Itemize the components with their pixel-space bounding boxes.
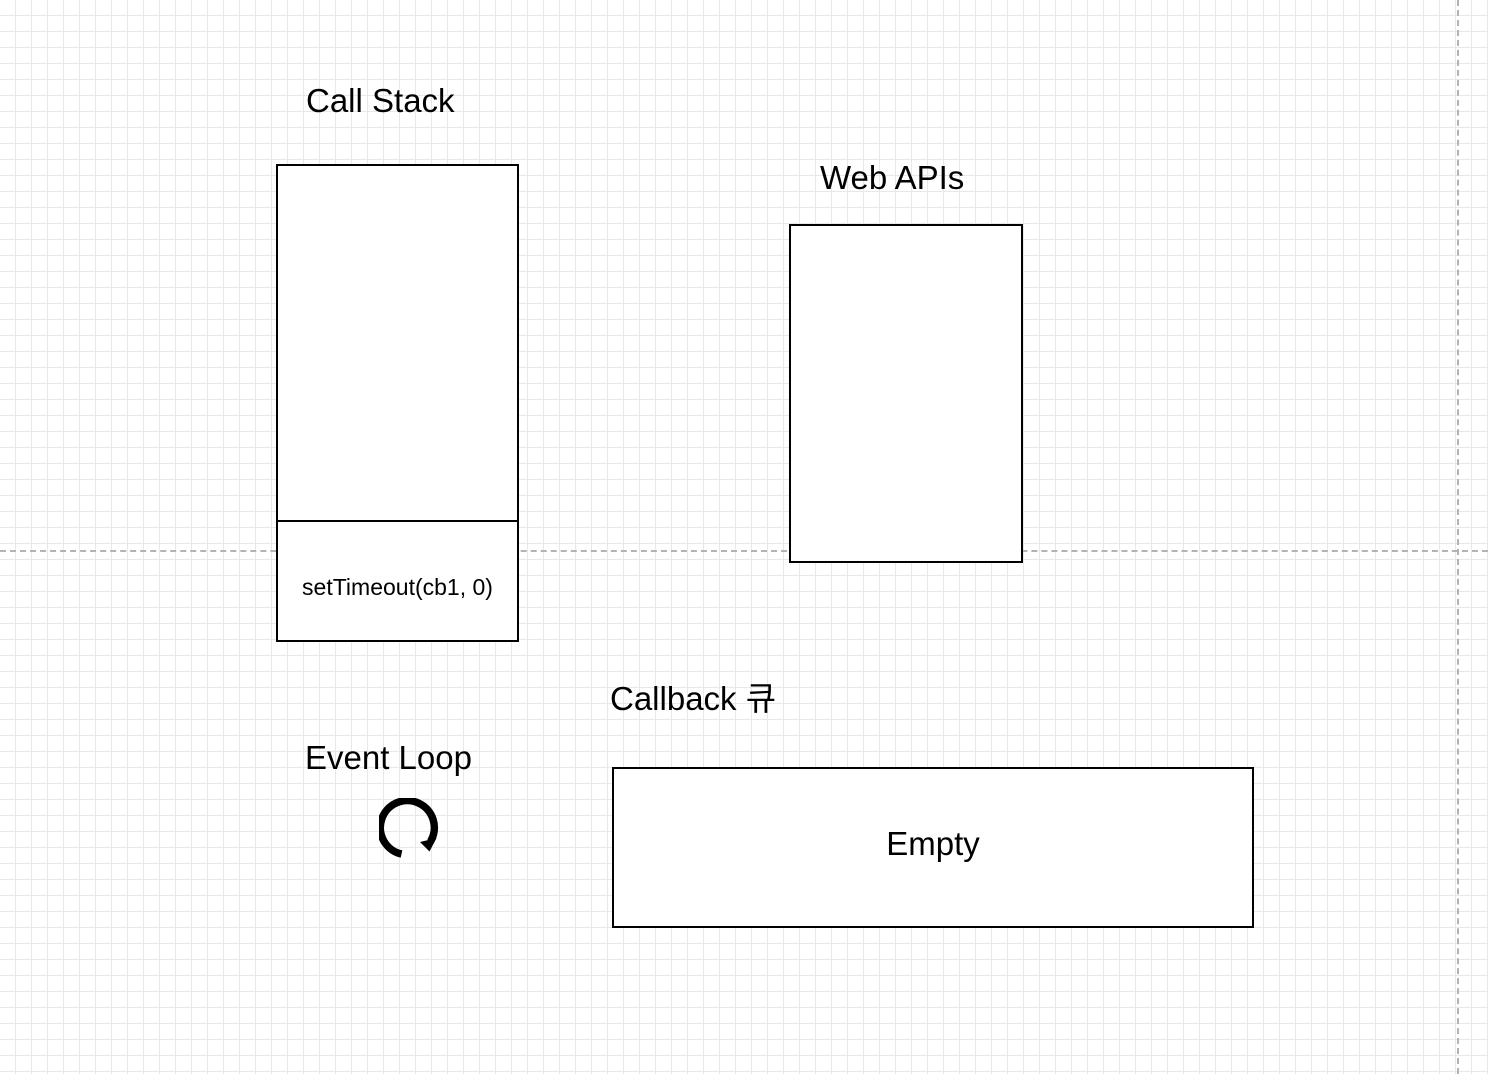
call-stack-frame-label: setTimeout(cb1, 0) [302,574,493,600]
web-apis-box[interactable] [789,224,1023,563]
event-loop-title: Event Loop [305,739,472,776]
circular-loop-arrow-icon [379,798,439,858]
call-stack-title: Call Stack [306,82,455,119]
page-guide-horizontal [0,550,1488,552]
web-apis-title: Web APIs [820,159,965,196]
callback-queue-status: Empty [886,825,980,862]
call-stack-box[interactable] [276,164,519,642]
call-stack-frame-divider [276,520,519,522]
callback-queue-box[interactable] [612,767,1254,928]
page-guide-vertical [1457,0,1459,1074]
callback-queue-title: Callback 큐 [610,680,777,717]
